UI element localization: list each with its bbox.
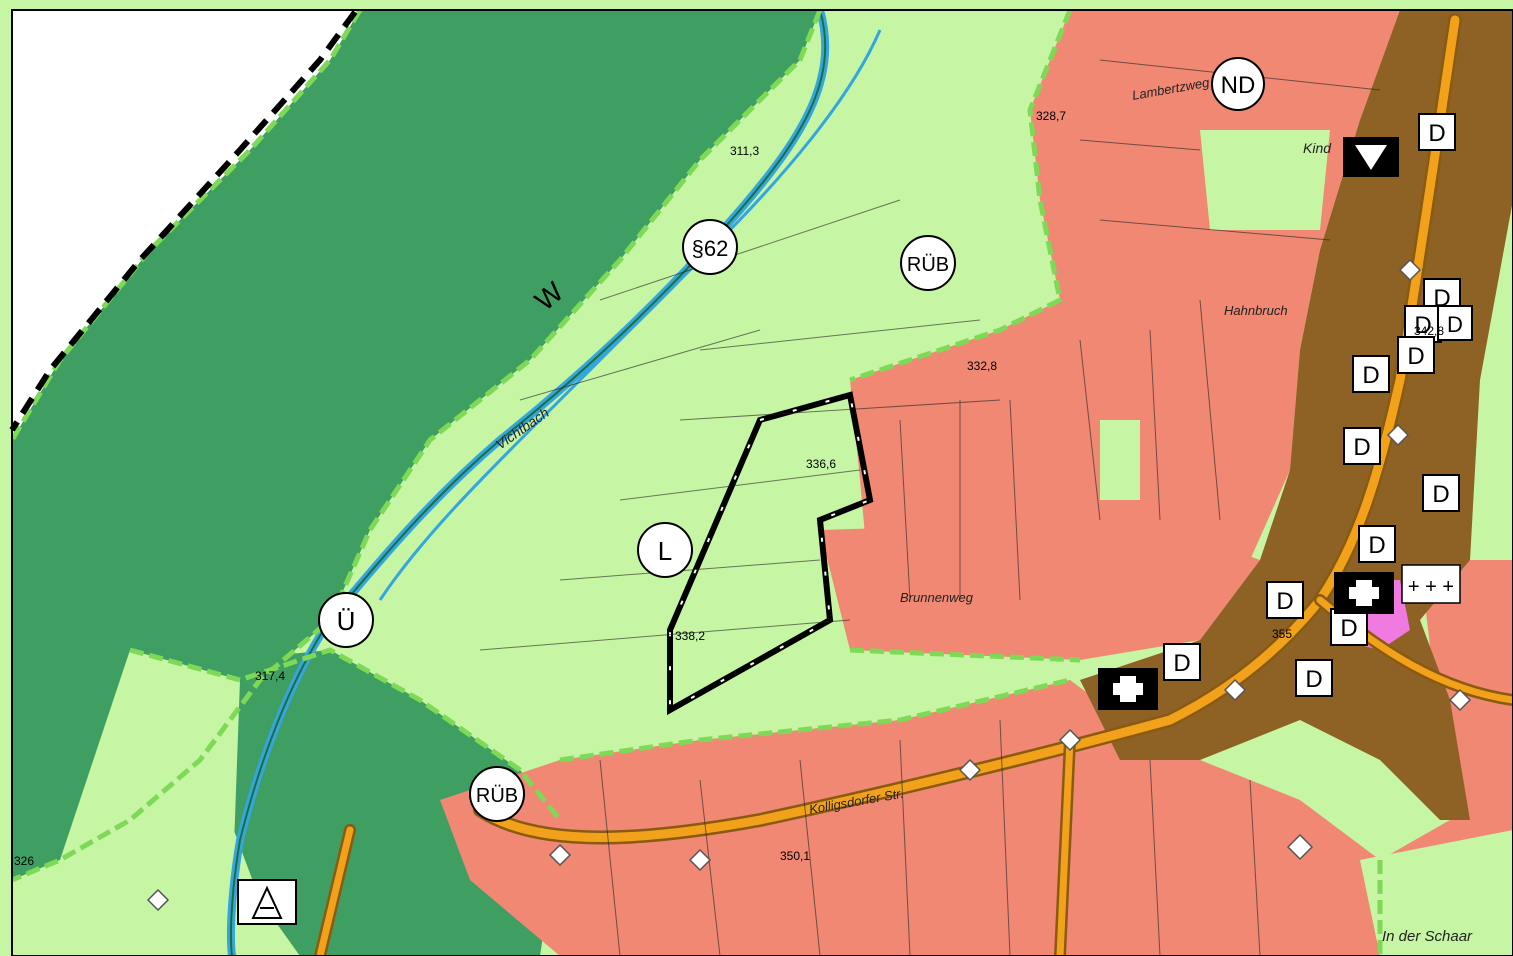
side-stream: [378, 29, 882, 601]
forest-edge-line: [9, 10, 358, 432]
protection-boundaries: [9, 8, 1383, 956]
symbol-d-6: D: [1352, 355, 1390, 393]
svg-text:D: D: [1362, 362, 1379, 389]
church-cross-icon: [1098, 668, 1158, 710]
elevation-10: 355: [1272, 627, 1292, 641]
meadow-pocket-3: [1360, 830, 1513, 956]
symbol-u-label: Ü: [337, 606, 356, 636]
svg-text:D: D: [1173, 650, 1190, 677]
elevation-3: 332,8: [967, 359, 997, 373]
svg-text:D: D: [1447, 312, 1463, 337]
plan-boundary-outline: [667, 391, 874, 716]
label-brunnenweg: Brunnenweg: [900, 590, 974, 605]
symbol-rub-north: RÜB: [900, 235, 956, 291]
parcel-lines: [479, 59, 1381, 956]
symbol-l: L: [637, 522, 693, 578]
svg-text:D: D: [1368, 532, 1385, 559]
label-hahnbruch: Hahnbruch: [1224, 303, 1288, 318]
svg-text:D: D: [1276, 588, 1293, 615]
symbol-l-label: L: [658, 536, 672, 566]
elevation-1: 311,3: [730, 144, 759, 158]
symbol-nd: ND: [1211, 57, 1265, 111]
symbol-d-10: D: [1266, 581, 1304, 619]
svg-text:D: D: [1428, 120, 1445, 147]
symbol-d-9: D: [1358, 525, 1396, 563]
triangle-down-icon: [1343, 137, 1399, 177]
symbol-d-8: D: [1422, 474, 1460, 512]
elevation-labels: 311,3 328,7 332,8 336,6 338,2 317,4 326 …: [14, 109, 1444, 868]
residential-area-center: [820, 520, 1260, 660]
svg-text:+ + +: + + +: [1408, 576, 1454, 598]
symbol-d-4: D: [1437, 305, 1473, 341]
map-frame-border: [11, 9, 1513, 956]
symbol-paragraph62: §62: [682, 219, 738, 275]
elevation-4: 336,6: [806, 457, 836, 471]
symbol-d-7: D: [1343, 427, 1381, 465]
diamond-markers: [146, 258, 1472, 912]
symbol-rub-south-label: RÜB: [476, 785, 518, 807]
elevation-9: 350,1: [780, 849, 810, 863]
meadow-strip: [12, 650, 240, 956]
symbol-d-11: D: [1330, 608, 1368, 646]
elevation-5: 338,2: [675, 629, 705, 643]
elevation-8: 342,8: [1414, 324, 1444, 338]
svg-text:D: D: [1340, 615, 1357, 642]
label-schaar: In der Schaar: [1382, 928, 1473, 945]
symbol-nd-label: ND: [1221, 72, 1256, 99]
svg-text:D: D: [1305, 666, 1322, 693]
stream-outline: [229, 9, 827, 956]
elevation-7: 326: [14, 854, 34, 868]
symbol-paragraph62-label: §62: [692, 236, 729, 261]
symbol-d-1: D: [1418, 113, 1456, 151]
forest-area: [12, 10, 820, 880]
elevation-2: 328,7: [1036, 109, 1066, 123]
church-cross-icon-2: [1334, 572, 1394, 614]
tent-icon: [237, 879, 297, 925]
meadow-pocket: [1200, 130, 1330, 230]
svg-text:D: D: [1432, 481, 1449, 508]
symbol-d-12: D: [1163, 643, 1201, 681]
symbol-rub-south: RÜB: [469, 766, 525, 822]
symbol-rub-north-label: RÜB: [907, 254, 949, 276]
label-kind: Kind: [1303, 140, 1332, 156]
symbol-d-13: D: [1295, 659, 1333, 697]
svg-text:D: D: [1353, 434, 1370, 461]
white-area: [12, 10, 360, 440]
elevation-6: 317,4: [255, 669, 285, 683]
svg-text:D: D: [1414, 312, 1431, 339]
symbol-u: Ü: [318, 592, 374, 648]
meadow-pocket-2: [1100, 420, 1140, 500]
monument-markers: D D D D D D D D D D D D D: [1163, 113, 1473, 697]
symbol-d-5: D: [1397, 336, 1435, 374]
cemetery-symbol: + + +: [1401, 564, 1461, 604]
svg-text:D: D: [1407, 343, 1424, 370]
